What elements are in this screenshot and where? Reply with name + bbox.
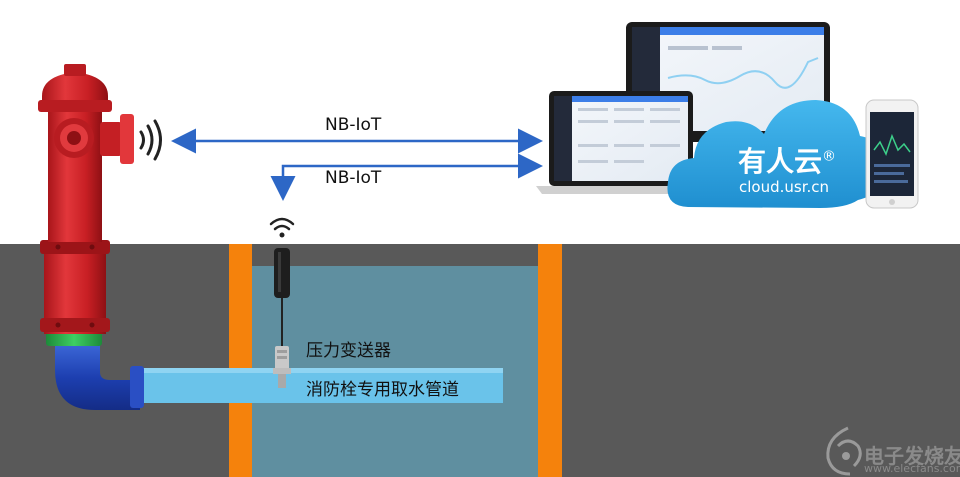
sensor-wifi-icon xyxy=(269,217,295,238)
arrow-sensor-cloud xyxy=(270,153,543,201)
sensor-label: 压力变送器 xyxy=(306,341,391,361)
cloud-title: 有人云® xyxy=(738,140,836,180)
link-label-top: NB-IoT xyxy=(325,115,382,135)
transmitter-antenna xyxy=(274,248,290,346)
wall-left xyxy=(229,244,252,477)
watermark-logo-icon xyxy=(826,426,862,476)
watermark-name: 电子发烧友 xyxy=(864,444,960,468)
cloud-shape xyxy=(667,100,884,208)
watermark-url: www.elecfans.com xyxy=(864,462,960,475)
hydrant-signal-icon xyxy=(139,119,162,161)
laptop-icon xyxy=(536,91,706,194)
pipe-elbow xyxy=(55,345,144,410)
cloud-title-text: 有人云 xyxy=(738,145,823,178)
hydrant-green-band xyxy=(46,332,102,346)
cloud-url: cloud.usr.cn xyxy=(739,178,830,196)
pressure-transmitter-icon xyxy=(273,346,291,388)
link-label-bottom: NB-IoT xyxy=(325,168,382,188)
pipe-label: 消防栓专用取水管道 xyxy=(306,380,459,400)
water-pipe xyxy=(140,368,503,403)
fire-hydrant-icon xyxy=(38,64,134,334)
wall-right xyxy=(538,244,562,477)
phone-icon xyxy=(865,99,919,209)
registered-mark: ® xyxy=(822,148,837,165)
